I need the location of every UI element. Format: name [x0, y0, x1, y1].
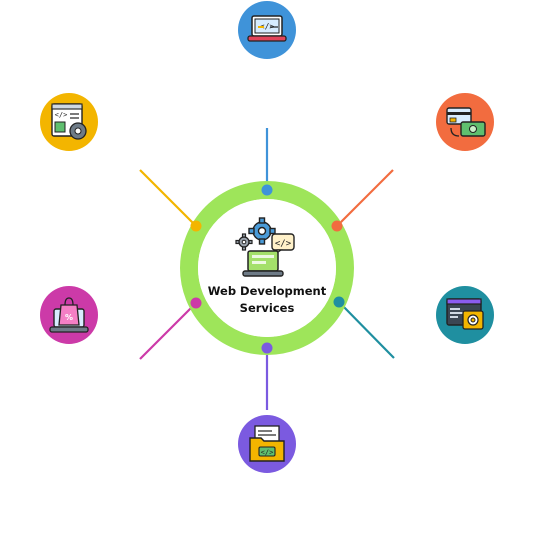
browser-settings-icon [446, 298, 484, 330]
dot-top-left [190, 220, 202, 232]
center-title-line2: Services [240, 301, 295, 315]
svg-text:</>: </> [55, 111, 68, 119]
svg-text:</>: </> [261, 449, 274, 457]
dot-top-right [331, 220, 343, 232]
connector-lines [139, 128, 395, 410]
svg-text:</>: </> [275, 239, 292, 249]
connector-top-right [336, 169, 394, 227]
connector-right [338, 301, 395, 359]
service-right[interactable] [436, 286, 494, 344]
payment-card-cash-icon [446, 107, 486, 137]
connector-left [139, 302, 197, 360]
service-left[interactable]: % [40, 286, 98, 344]
code-window-gear-icon: </> [51, 103, 87, 140]
connector-top-left [139, 169, 197, 227]
svg-text:%: % [65, 313, 73, 322]
dot-left [190, 297, 202, 309]
dot-right [333, 296, 345, 308]
laptop-code-gear-icon: </> [235, 217, 295, 277]
service-top[interactable]: </> [238, 1, 296, 59]
svg-text:</>: </> [260, 22, 275, 31]
dot-bottom [261, 342, 273, 354]
code-folder-icon: </> [249, 425, 285, 462]
dot-top [261, 184, 273, 196]
ecommerce-laptop-bag-icon: % [49, 297, 89, 333]
laptop-code-icon: </> [247, 15, 287, 42]
connector-dots [190, 184, 345, 354]
service-top-left[interactable]: </> [40, 93, 98, 151]
service-top-right[interactable] [436, 93, 494, 151]
center-title-line1: Web Development [208, 284, 327, 298]
service-bottom[interactable]: </> [238, 415, 296, 473]
